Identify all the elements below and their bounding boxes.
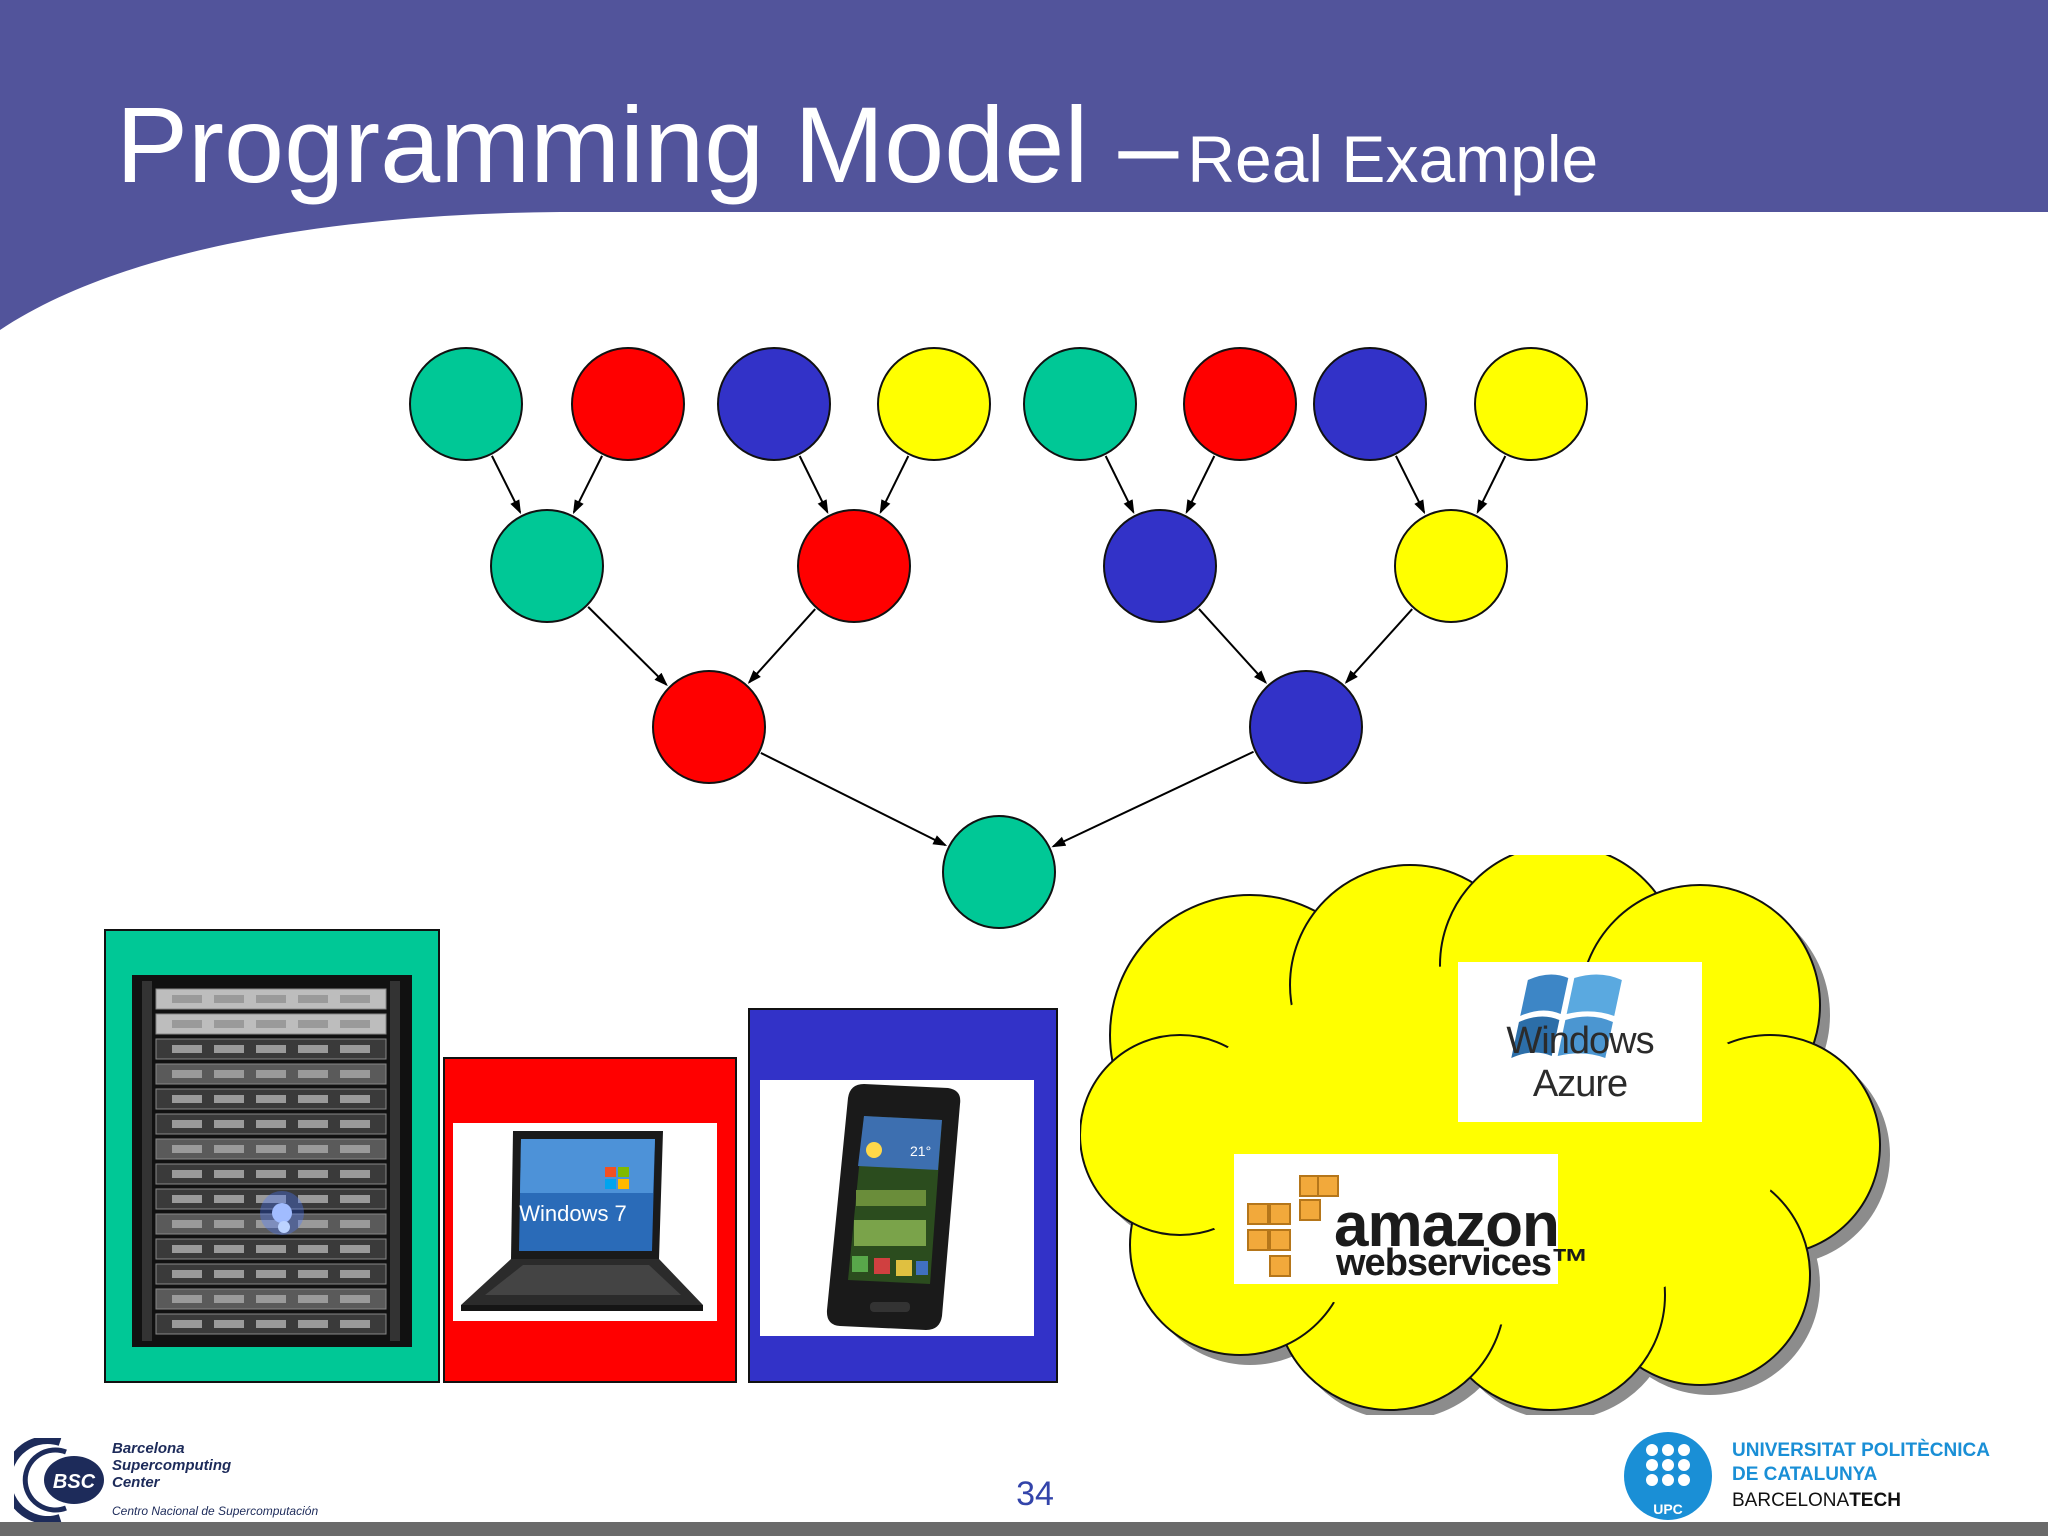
tree-arrow [879,455,910,514]
tree-arrow [1104,455,1135,514]
tree-node-yellow [1394,509,1508,623]
server-rack-photo [132,975,412,1347]
tree-arrow [1051,750,1254,848]
tree-node-red [571,347,685,461]
device-server-box [104,929,440,1383]
upc-logo: UPC UNIVERSITAT POLITÈCNICA DE CATALUNYA… [1622,1430,2022,1522]
tree-nodes [409,347,1588,929]
tree-node-yellow [877,347,991,461]
device-phone-box: 21° [748,1008,1058,1383]
azure-label: Windows Azure [1506,1020,1654,1105]
svg-text:21°: 21° [910,1143,931,1159]
upc-line-2: DE CATALUNYA [1732,1464,1878,1485]
tree-node-green [409,347,523,461]
cloud-shape [1080,855,1890,1415]
tree-node-blue [717,347,831,461]
aws-logo: amazon webservices™ [1234,1154,1589,1284]
title-sub: Real Example [1187,122,1599,196]
tree-arrow [747,608,816,684]
tree-arrow [798,455,829,514]
footer-bar [0,1522,2048,1536]
upc-line-1: UNIVERSITAT POLITÈCNICA [1732,1440,1990,1461]
tree-node-blue [1103,509,1217,623]
aws-subtitle: webservices™ [1336,1242,1589,1284]
tree-arrow [1344,608,1413,684]
bsc-badge: BSC [53,1471,96,1493]
device-laptop-box: Windows 7 [443,1057,737,1383]
tree-arrow [572,455,603,515]
aws-word: amazon [1334,1191,1560,1260]
tree-arrow [1185,455,1216,514]
bsc-logo: BSC Barcelona Supercomputing Center Cent… [14,1438,334,1522]
tree-arrow [1476,455,1507,514]
windows-azure-logo: Windows Azure [1458,962,1702,1122]
tree-node-green [942,815,1056,929]
windows7-label: Windows 7 [519,1201,627,1226]
tree-node-red [1183,347,1297,461]
laptop-photo: Windows 7 [453,1123,717,1321]
tree-arrow [491,455,522,515]
tree-arrow [1198,608,1268,685]
tree-node-blue [1249,670,1363,784]
bsc-name: Barcelona Supercomputing Center [112,1440,232,1491]
tree-edges [491,455,1507,848]
tree-arrow [760,752,948,847]
tree-arrow [587,606,668,687]
header-band [0,0,2048,330]
bsc-subtitle: Centro Nacional de Supercomputación [112,1504,319,1518]
tree-node-yellow [1474,347,1588,461]
tree-arrow [1395,455,1426,515]
tree-node-blue [1313,347,1427,461]
tree-node-red [797,509,911,623]
smartphone-photo: 21° [760,1080,1034,1336]
upc-badge: UPC [1653,1501,1683,1517]
title-main: Programming Model – [116,84,1179,205]
tree-node-green [490,509,604,623]
tree-node-red [652,670,766,784]
tree-node-green [1023,347,1137,461]
slide-title: Programming Model – Real Example [116,82,1598,207]
upc-line-3: BARCELONATECH [1732,1490,1901,1511]
page-number: 34 [1016,1475,1054,1513]
